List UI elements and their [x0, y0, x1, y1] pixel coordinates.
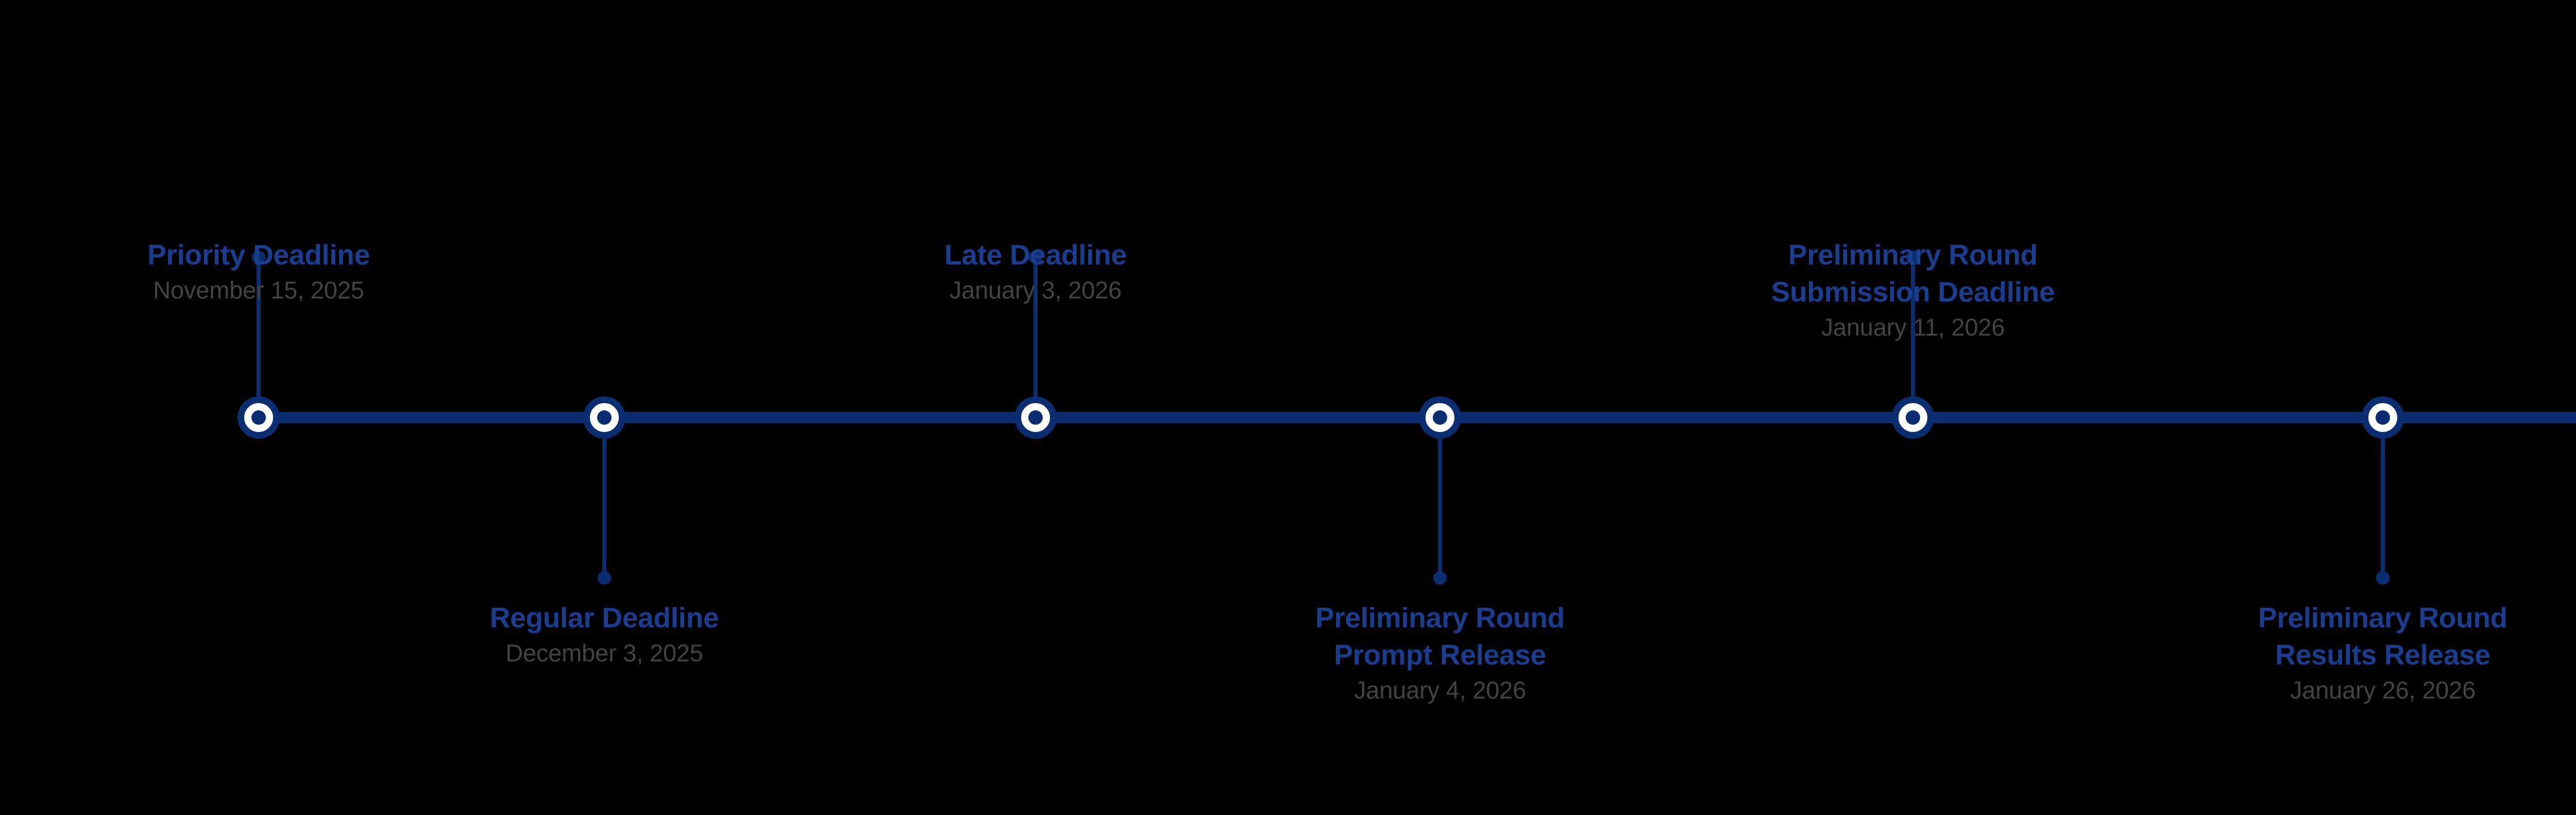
connector-endpoint-dot-regular-deadline — [598, 571, 611, 585]
connector-stem-preliminary-round-submission-deadline — [1911, 257, 1915, 402]
milestone-date: January 26, 2026 — [2290, 676, 2476, 704]
milestone-date: January 11, 2026 — [1821, 313, 2005, 341]
connector-endpoint-dot-late-deadline — [1029, 251, 1042, 264]
milestone-date: February 7, 2026 — [2488, 273, 2576, 307]
milestone-title-line: Final Round Zoom Live — [2488, 236, 2576, 273]
connector-stem-preliminary-round-results-release — [2381, 434, 2385, 578]
connector-endpoint-dot-preliminary-round-results-release — [2376, 571, 2389, 585]
milestone-date: January 3, 2026 — [949, 276, 1122, 304]
milestone-node-preliminary-round-submission-deadline[interactable] — [1892, 396, 1934, 439]
milestone-node-core-icon — [1433, 410, 1447, 425]
milestone-title-line: Prompt Release — [1334, 639, 1546, 671]
milestone-node-regular-deadline[interactable] — [583, 396, 625, 439]
milestone-title-line: Late Deadline — [944, 239, 1127, 271]
milestone-title-line: Regular Deadline — [489, 602, 719, 634]
connector-stem-regular-deadline — [602, 434, 606, 578]
connector-stem-late-deadline — [1033, 257, 1038, 402]
milestone-node-core-icon — [1906, 410, 1920, 425]
milestone-node-late-deadline[interactable] — [1014, 396, 1057, 439]
milestone-node-core-icon — [597, 410, 612, 425]
milestone-node-core-icon — [251, 410, 266, 425]
milestone-title-line: Preliminary Round — [1315, 602, 1565, 634]
milestone-title-line: Preliminary Round — [2258, 602, 2507, 634]
milestone-date: November 15, 2025 — [153, 276, 364, 304]
milestone-date: January 4, 2026 — [1353, 676, 1527, 704]
milestone-node-core-icon — [2376, 410, 2390, 425]
milestone-title-line: Priority Deadline — [147, 239, 370, 271]
milestone-node-priority-deadline[interactable] — [238, 396, 280, 439]
milestone-title-line: Submission Deadline — [1771, 276, 2055, 308]
connector-stem-priority-deadline — [257, 257, 261, 402]
milestone-date: December 3, 2025 — [505, 639, 703, 667]
milestone-label-final-round-zoom-live[interactable]: Final Round Zoom LiveFebruary 7, 2026 — [2488, 236, 2576, 307]
milestone-title-line: Results Release — [2275, 639, 2490, 671]
connector-endpoint-dot-priority-deadline — [252, 251, 265, 264]
milestone-node-preliminary-round-results-release[interactable] — [2362, 396, 2404, 439]
connector-stem-preliminary-round-prompt-release — [1438, 434, 1442, 578]
connector-endpoint-dot-preliminary-round-prompt-release — [1433, 571, 1447, 585]
connector-endpoint-dot-preliminary-round-submission-deadline — [1906, 251, 1920, 264]
milestone-node-preliminary-round-prompt-release[interactable] — [1419, 396, 1461, 439]
milestone-node-core-icon — [1028, 410, 1043, 425]
timeline-axis-line — [259, 412, 2576, 423]
milestone-title-line: Preliminary Round — [1788, 239, 2038, 271]
